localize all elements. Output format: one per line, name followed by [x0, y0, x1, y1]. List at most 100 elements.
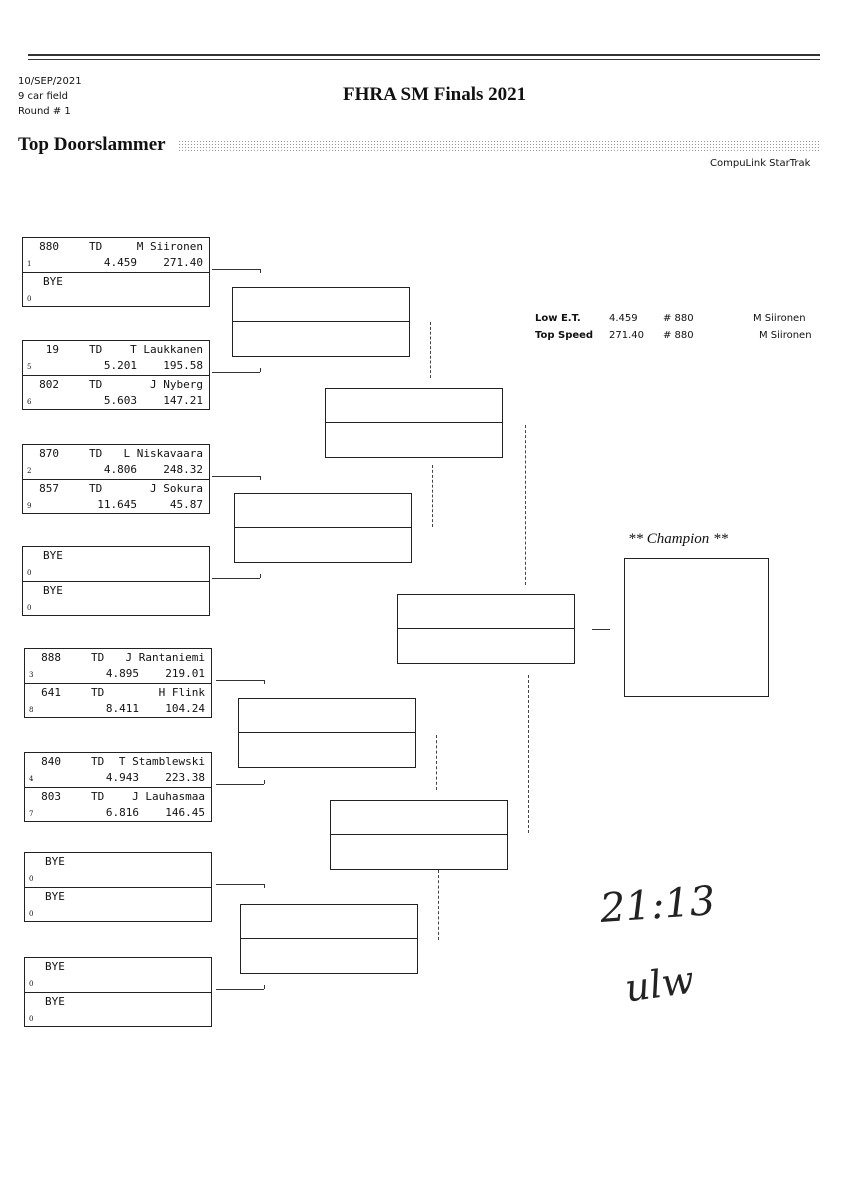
seed-number: 6 — [27, 398, 32, 406]
top-speed-driver: M Siironen — [759, 330, 812, 341]
car-class: TD — [89, 447, 103, 460]
round2-box — [234, 493, 412, 563]
seed-number: 0 — [29, 910, 34, 918]
elapsed-time: 11.645 — [97, 498, 137, 511]
lane-entry: BYE 0 — [23, 272, 209, 307]
connector-tick — [260, 269, 261, 273]
seed-number: 0 — [29, 875, 34, 883]
connector-tick — [264, 780, 265, 784]
connector-tick — [264, 884, 265, 888]
seed-number: 0 — [27, 295, 32, 303]
champion-label: ** Champion ** — [628, 531, 729, 547]
driver-name: M Siironen — [136, 240, 203, 253]
system-name: CompuLink StarTrak — [710, 158, 811, 169]
connector — [212, 578, 260, 579]
seed-number: 2 — [27, 467, 32, 475]
connector — [212, 372, 260, 373]
event-date: 10/SEP/2021 — [18, 76, 82, 87]
seed-number: 3 — [29, 671, 34, 679]
car-number: BYE — [43, 275, 63, 288]
driver-name: H Flink — [158, 686, 205, 699]
dotted-fill — [178, 140, 820, 152]
top-rule — [28, 54, 820, 56]
car-class: TD — [91, 755, 105, 768]
car-class: TD — [89, 240, 103, 253]
low-et-driver: M Siironen — [753, 313, 806, 324]
car-class: TD — [89, 482, 103, 495]
connector-tick — [260, 574, 261, 578]
semifinal-box — [325, 388, 503, 458]
top-speed-car: # 880 — [663, 330, 694, 341]
seed-number: 4 — [29, 775, 34, 783]
car-number: BYE — [45, 855, 65, 868]
car-number: BYE — [45, 995, 65, 1008]
final-box — [397, 594, 575, 664]
seed-number: 0 — [27, 569, 32, 577]
seed-number: 5 — [27, 363, 32, 371]
handwritten-signature: ulw — [622, 957, 697, 1011]
seed-number: 7 — [29, 810, 34, 818]
car-number: 803 — [41, 790, 61, 803]
elapsed-time: 6.816 — [105, 806, 139, 819]
connector — [432, 465, 433, 527]
car-number: 888 — [41, 651, 61, 664]
lane-entry: BYE 0 — [23, 547, 209, 581]
elapsed-time: 4.806 — [103, 463, 137, 476]
top-speed-value: 271.40 — [609, 330, 644, 341]
semifinal-box — [330, 800, 508, 870]
connector — [438, 870, 439, 940]
elapsed-time: 5.603 — [103, 394, 137, 407]
event-title: FHRA SM Finals 2021 — [343, 84, 527, 105]
top-speed: 195.58 — [163, 359, 203, 372]
round-number: Round # 1 — [18, 106, 71, 117]
connector — [216, 884, 264, 885]
top-rule-thin — [28, 59, 820, 60]
driver-name: J Sokura — [150, 482, 203, 495]
top-speed: 146.45 — [165, 806, 205, 819]
connector — [216, 784, 264, 785]
top-speed: 104.24 — [165, 702, 205, 715]
top-speed: 248.32 — [163, 463, 203, 476]
connector — [216, 989, 264, 990]
car-class: TD — [89, 343, 103, 356]
car-class: TD — [91, 686, 105, 699]
champion-box — [624, 558, 769, 697]
seed-number: 9 — [27, 502, 32, 510]
car-number: 880 — [39, 240, 59, 253]
connector — [436, 735, 437, 790]
connector-tick — [264, 985, 265, 989]
final-connector — [592, 629, 610, 630]
connector — [525, 425, 526, 585]
car-number: BYE — [43, 549, 63, 562]
top-speed: 147.21 — [163, 394, 203, 407]
driver-name: T Laukkanen — [130, 343, 203, 356]
connector — [430, 322, 431, 378]
car-number: 870 — [39, 447, 59, 460]
car-class: TD — [91, 790, 105, 803]
driver-name: J Nyberg — [150, 378, 203, 391]
elapsed-time: 8.411 — [105, 702, 139, 715]
car-number: BYE — [43, 584, 63, 597]
field-size: 9 car field — [18, 91, 69, 102]
car-number: BYE — [45, 960, 65, 973]
connector — [528, 675, 529, 833]
elapsed-time: 4.943 — [105, 771, 139, 784]
top-speed: 223.38 — [165, 771, 205, 784]
handwritten-time: 21:13 — [598, 878, 717, 932]
car-number: 802 — [39, 378, 59, 391]
low-et-car: # 880 — [663, 313, 694, 324]
round2-box — [232, 287, 410, 357]
category-title: Top Doorslammer — [18, 134, 166, 155]
elapsed-time: 5.201 — [103, 359, 137, 372]
